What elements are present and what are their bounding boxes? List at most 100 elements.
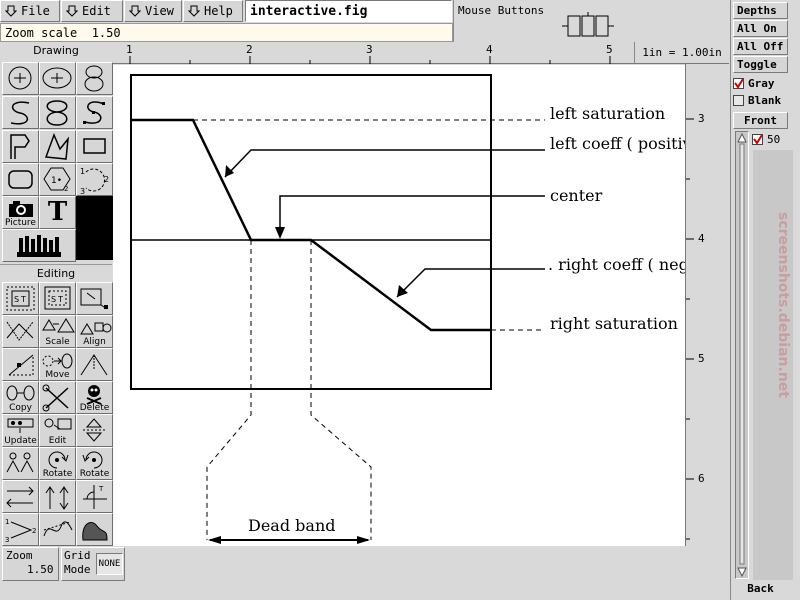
align-icon (80, 322, 112, 335)
rounded-box-tool[interactable] (2, 163, 39, 196)
polyline-tool[interactable] (2, 130, 39, 163)
blank-checkbox[interactable] (733, 94, 744, 106)
top-ruler-tick-4: 4 (486, 43, 493, 56)
label-left-coeff: left coeff ( positiv (550, 134, 685, 153)
zoom-button-label: Zoom (6, 549, 33, 562)
help-menu[interactable]: Help (183, 0, 243, 22)
edit-tool[interactable]: Edit (39, 414, 76, 447)
depth-50-checkbox[interactable] (752, 134, 763, 145)
drawing-canvas[interactable]: left saturation left coeff ( positiv cen… (113, 65, 685, 546)
file-menu[interactable]: File (0, 0, 60, 22)
label-center: center (550, 186, 603, 205)
label-left-saturation: left saturation (550, 104, 666, 123)
svg-text:T: T (20, 295, 26, 304)
side-ruler-tick-6: 6 (698, 472, 705, 485)
regular-polygon-icon: 1•2 (43, 167, 71, 193)
flip-vertical-tool[interactable] (76, 414, 113, 447)
edit-menu[interactable]: Edit (61, 0, 123, 22)
ellipse-diameter-tool[interactable] (76, 62, 113, 95)
all-on-button[interactable]: All On (733, 20, 788, 37)
toggle-button[interactable]: Toggle (733, 56, 788, 73)
open-spline-tool[interactable] (2, 96, 39, 129)
box-icon (83, 138, 106, 154)
side-ruler-tick-4: 4 (698, 232, 705, 245)
zoom-button[interactable]: Zoom 1.50 (2, 547, 59, 581)
drawing-figure (130, 74, 545, 544)
check-icon (753, 135, 762, 144)
box-tool[interactable] (76, 130, 113, 163)
copy-icon (6, 385, 35, 401)
interp-spline-icon (83, 101, 105, 124)
edit-menu-label: Edit (82, 4, 111, 18)
arrow-mode-tool[interactable] (39, 480, 76, 513)
characteristic-curve (131, 118, 491, 332)
copy-tool[interactable]: Copy (2, 381, 39, 414)
polygon-tool[interactable] (39, 130, 76, 163)
center-arrow (279, 195, 545, 235)
gray-checkbox[interactable] (733, 77, 744, 89)
grid-mode-button[interactable]: Grid Mode NONE (61, 547, 125, 581)
area-fill-tool[interactable] (76, 513, 113, 546)
svg-text:T: T (98, 485, 104, 493)
picture-tool[interactable]: Picture (2, 196, 39, 229)
front-label: Front (733, 112, 788, 129)
check-icon (734, 78, 743, 88)
interp-spline-tool[interactable] (76, 96, 113, 129)
edit-label: Edit (48, 436, 67, 446)
regular-polygon-tool[interactable]: 1•2 (39, 163, 76, 196)
blank-option[interactable]: Blank (733, 92, 793, 108)
open-compound-icon (80, 288, 108, 310)
tangent-tool[interactable] (39, 513, 76, 546)
depths-scrollbar[interactable] (735, 131, 749, 579)
edit-icon (44, 418, 72, 430)
svg-text:1: 1 (80, 167, 85, 176)
arrow-mode-icon (45, 486, 69, 510)
gray-option[interactable]: Gray (733, 75, 793, 91)
scale-tool[interactable]: Scale (39, 315, 76, 348)
delete-tool[interactable]: Delete (76, 381, 113, 414)
rotate-ccw-tool[interactable]: Rotate (39, 447, 76, 480)
open-compound-tool[interactable] (76, 282, 113, 315)
delete-point-icon (8, 354, 34, 376)
convert-tool[interactable] (2, 480, 39, 513)
update-tool[interactable]: Update (2, 414, 39, 447)
gray-label: Gray (748, 76, 775, 90)
add-point-icon (6, 321, 34, 341)
cut-tool[interactable] (39, 381, 76, 414)
flip-horizontal-tool[interactable] (2, 447, 39, 480)
ellipse-radius-icon (42, 67, 72, 89)
library-tool[interactable] (2, 229, 76, 262)
circle-radius-tool[interactable] (2, 62, 39, 95)
all-off-button[interactable]: All Off (733, 38, 788, 55)
down-arrow-icon (188, 5, 200, 17)
top-ruler-tick-3: 3 (366, 43, 373, 56)
filename-field[interactable]: interactive.fig (245, 0, 452, 22)
scale-label: Scale (45, 337, 70, 347)
ellipse-radius-tool[interactable] (39, 62, 76, 95)
svg-text:1•: 1• (51, 176, 62, 186)
move-tool[interactable]: Move (39, 348, 76, 381)
depth-item-50[interactable]: 50 (752, 131, 794, 148)
closed-spline-tool[interactable] (39, 96, 76, 129)
unit-box[interactable]: 1in = 1.00in (634, 42, 729, 64)
rotate-cw-tool[interactable]: Rotate (76, 447, 113, 480)
add-point-tool[interactable] (2, 315, 39, 348)
delete-point-tool[interactable] (2, 348, 39, 381)
move-point-tool[interactable] (76, 348, 113, 381)
arc-icon: 123 (80, 167, 109, 195)
picture-label: Picture (5, 218, 36, 228)
left-coeff-arrow (224, 149, 545, 178)
polyline-icon (10, 134, 30, 159)
anglemeas-tool[interactable]: T (76, 480, 113, 513)
label-dead-band: Dead band (248, 516, 336, 535)
view-menu[interactable]: View (124, 0, 182, 22)
angle-measure-icon: T (83, 485, 107, 509)
convert-icon (6, 486, 34, 508)
align-tool[interactable]: Align (76, 315, 113, 348)
mouse-buttons-panel: Mouse Buttons (453, 0, 730, 42)
text-tool[interactable]: T (39, 196, 76, 229)
